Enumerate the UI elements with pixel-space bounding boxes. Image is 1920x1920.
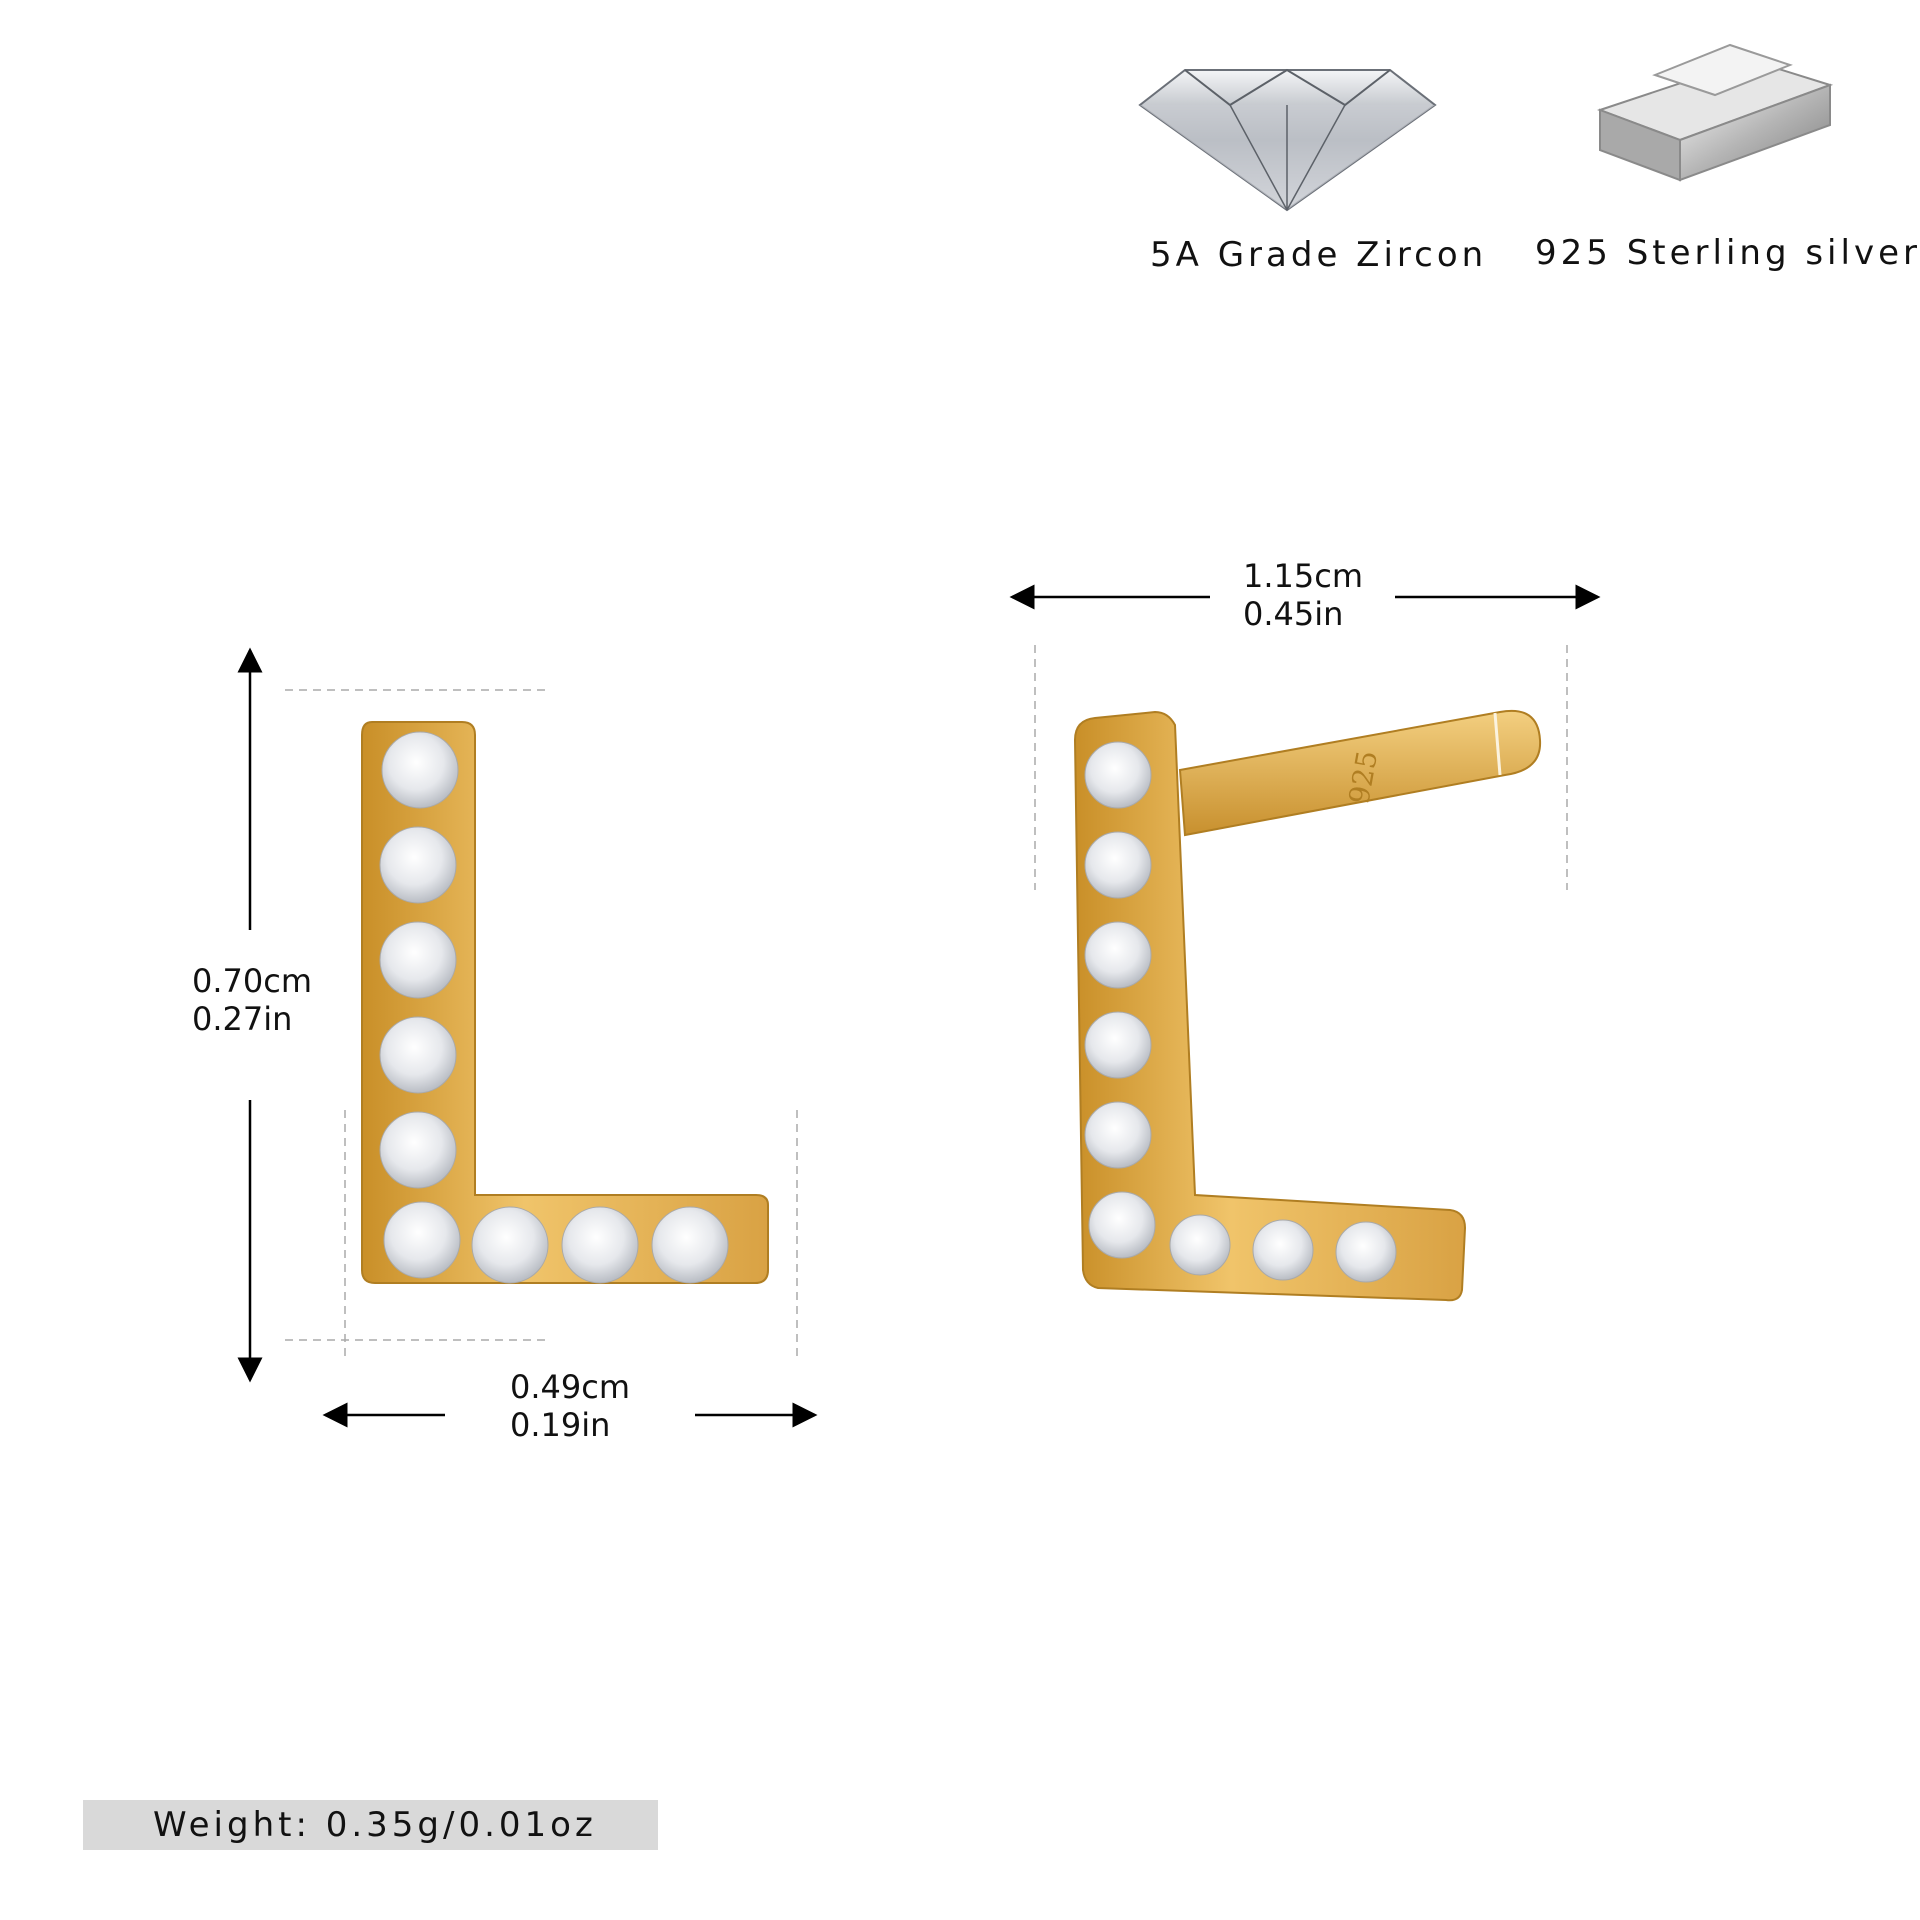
- earring-front-view: [361, 721, 769, 1284]
- zircon-stone: [1335, 1221, 1397, 1283]
- height-dimension: 0.70cm 0.27in: [192, 962, 312, 1038]
- zircon-stone: [651, 1206, 729, 1284]
- stone-row-horizontal: [471, 1206, 729, 1284]
- height-cm: 0.70cm: [192, 962, 313, 1000]
- width-cm: 0.49cm: [510, 1368, 631, 1406]
- zircon-stone: [471, 1206, 549, 1284]
- silver-label: 925 Sterling silver: [1535, 233, 1920, 273]
- stone-row-vertical: [379, 731, 461, 1279]
- zircon-stone: [383, 1201, 461, 1279]
- stone-row-horizontal: [1169, 1214, 1397, 1283]
- earring-side-view: 925: [1073, 709, 1542, 1302]
- zircon-stone: [1252, 1219, 1314, 1281]
- zircon-label: 5A Grade Zircon: [1150, 235, 1488, 275]
- zircon-stone: [561, 1206, 639, 1284]
- depth-cm: 1.15cm: [1243, 557, 1364, 595]
- zircon-stone: [1084, 741, 1152, 809]
- zircon-stone: [379, 1111, 457, 1189]
- zircon-stone: [1169, 1214, 1231, 1276]
- zircon-stone: [379, 921, 457, 999]
- weight-info-bar: Weight: 0.35g/0.01oz: [83, 1800, 658, 1850]
- width-in: 0.19in: [510, 1406, 611, 1444]
- zircon-stone: [1084, 921, 1152, 989]
- height-in: 0.27in: [192, 1000, 293, 1038]
- width-dimension: 0.49cm 0.19in: [510, 1368, 630, 1444]
- zircon-stone: [379, 826, 457, 904]
- weight-text: Weight: 0.35g/0.01oz: [153, 1805, 597, 1845]
- zircon-stone: [1084, 831, 1152, 899]
- zircon-stone: [1084, 1011, 1152, 1079]
- zircon-stone: [379, 1016, 457, 1094]
- depth-in: 0.45in: [1243, 595, 1344, 633]
- zircon-stone: [1084, 1101, 1152, 1169]
- zircon-stone: [1088, 1191, 1156, 1259]
- silver-bar-icon: [1597, 43, 1834, 182]
- zircon-stone: [381, 731, 459, 809]
- depth-dimension: 1.15cm 0.45in: [1243, 557, 1363, 633]
- zircon-gem-icon: [1138, 68, 1437, 212]
- side-view-dimension-lines: [1009, 584, 1601, 890]
- stone-row-vertical: [1084, 741, 1156, 1259]
- front-view-dimension-lines: [237, 647, 818, 1428]
